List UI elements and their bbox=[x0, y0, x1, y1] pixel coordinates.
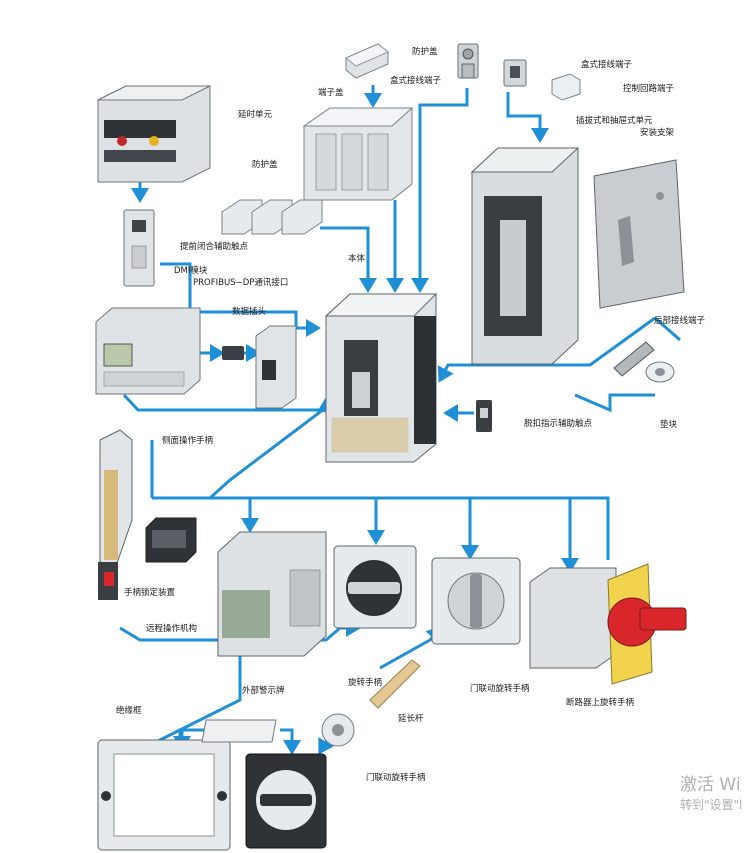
external-warning-sign-part bbox=[201, 719, 277, 743]
box-terminal-top-part bbox=[457, 43, 479, 79]
control-circuit-terminal-part bbox=[551, 73, 581, 101]
extension-shaft-part bbox=[369, 659, 421, 709]
connector-warning-to-handle bbox=[280, 728, 301, 755]
plugin-withdrawable-unit-part bbox=[470, 147, 580, 365]
connector-rear-terminal bbox=[437, 316, 656, 383]
connector-aux-contact bbox=[160, 262, 321, 337]
label-control-circuit-terminal: 控制回路端子 bbox=[623, 84, 675, 94]
label-handle-locking-device: 手柄锁定装置 bbox=[124, 588, 176, 598]
label-extension-shaft: 延长杆 bbox=[398, 714, 424, 724]
trip-indicator-aux-contact-part bbox=[476, 400, 492, 432]
rotary-handle-part bbox=[333, 545, 417, 629]
connector-handle-bus bbox=[152, 496, 610, 560]
door-coupled-rotary-handle-2-part bbox=[245, 753, 327, 849]
label-box-terminal-right: 盒式接线端子 bbox=[581, 60, 633, 70]
label-rear-terminal: 后部接线端子 bbox=[654, 316, 706, 326]
connector-box-terminal bbox=[411, 88, 469, 293]
box-terminal-right-part bbox=[503, 59, 527, 87]
label-dmi-module: DMI模块 bbox=[174, 266, 208, 276]
rear-terminal-part bbox=[613, 341, 655, 377]
label-trip-indicator-aux-contact: 脱扣指示辅助触点 bbox=[524, 419, 593, 429]
insulating-frame-part bbox=[97, 739, 231, 851]
connector-spacer bbox=[574, 393, 655, 413]
label-door-coupled-rotary-handle-2: 门联动旋转手柄 bbox=[366, 773, 426, 783]
profibus-interface-part bbox=[255, 325, 297, 409]
label-protective-cover-mid: 防护盖 bbox=[252, 160, 278, 170]
label-terminal-cover: 端子盖 bbox=[318, 88, 344, 98]
label-door-coupled-rotary-handle-1: 门联动旋转手柄 bbox=[470, 684, 530, 694]
terminal-cover-part bbox=[302, 107, 414, 201]
label-mounting-bracket: 安装支架 bbox=[640, 128, 675, 138]
mounting-bracket-part bbox=[593, 159, 685, 309]
label-data-plug: 数据插头 bbox=[232, 307, 267, 317]
label-external-warning-sign: 外部警示牌 bbox=[242, 686, 285, 696]
label-delay-unit: 延时单元 bbox=[238, 110, 273, 120]
label-breaker-mounted-rotary-handle: 断路器上旋转手柄 bbox=[566, 698, 635, 708]
spacer-part bbox=[645, 361, 675, 383]
watermark-line2: 转到"设置"l bbox=[680, 798, 743, 812]
watermark-line1: 激活 Wi bbox=[680, 775, 741, 795]
breaker-mounted-rotary-handle-part bbox=[529, 563, 687, 685]
label-early-make-aux-contact: 提前闭合辅助触点 bbox=[180, 242, 249, 252]
connector-control-terminal bbox=[506, 92, 549, 143]
label-insulating-frame: 绝缘框 bbox=[116, 706, 142, 716]
label-box-terminal-top: 盒式接线端子 bbox=[390, 76, 442, 86]
handle-locking-device-part bbox=[145, 517, 197, 563]
label-rotary-handle: 旋转手柄 bbox=[348, 678, 383, 688]
protective-cover-top-part bbox=[345, 43, 389, 79]
label-spacer: 垫块 bbox=[660, 420, 678, 430]
remote-operating-mechanism-part bbox=[217, 531, 327, 657]
connector-protective-cover bbox=[320, 226, 377, 293]
door-coupled-rotary-handle-1-part bbox=[431, 557, 521, 645]
label-remote-operating-mechanism: 远程操作机构 bbox=[146, 624, 198, 634]
label-main-body: 本体 bbox=[348, 254, 366, 264]
door-disc-part bbox=[321, 713, 355, 747]
protective-cover-mid-part bbox=[221, 199, 323, 235]
delay-unit-part bbox=[97, 85, 211, 183]
main-body-part bbox=[324, 293, 438, 463]
connector-plugin-rear bbox=[654, 316, 681, 342]
label-profibus-interface: PROFIBUS−DP通讯接口 bbox=[193, 278, 289, 288]
label-plugin-withdrawable-unit: 插拔式和抽屉式单元 bbox=[576, 116, 653, 126]
early-make-aux-contact-part bbox=[123, 209, 155, 287]
label-side-operating-handle: 侧面操作手柄 bbox=[162, 436, 214, 446]
side-operating-handle-part bbox=[98, 429, 133, 600]
dmi-module-part bbox=[95, 307, 201, 395]
data-plug-part bbox=[222, 346, 244, 360]
label-protective-cover-top: 防护盖 bbox=[412, 47, 438, 57]
